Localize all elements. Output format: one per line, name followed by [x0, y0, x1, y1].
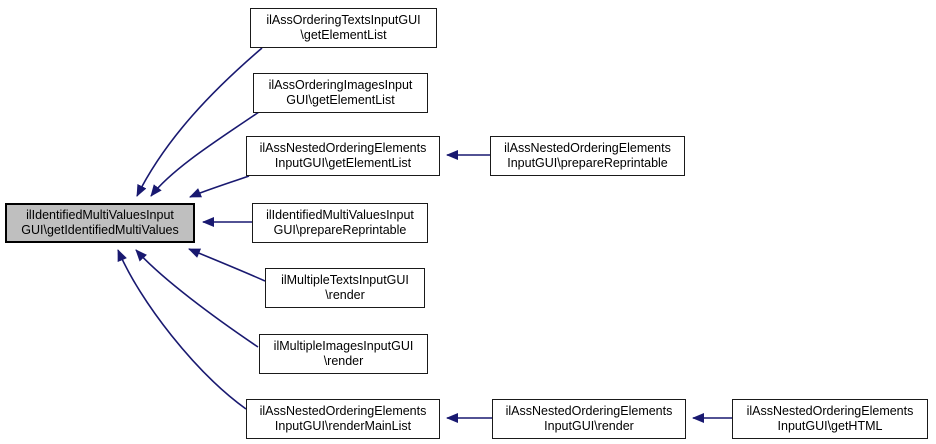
node-ilAssNestedOrderingElementsInputGUI-getHTML[interactable]: ilAssNestedOrderingElements InputGUI\get…: [732, 399, 928, 439]
node-getIdentifiedMultiValues: ilIdentifiedMultiValuesInput GUI\getIden…: [5, 203, 195, 243]
node-ilAssNestedOrderingElementsInputGUI-renderMainList[interactable]: ilAssNestedOrderingElements InputGUI\ren…: [246, 399, 440, 439]
node-ilIdentifiedMultiValuesInputGUI-prepareReprintable[interactable]: ilIdentifiedMultiValuesInput GUI\prepare…: [252, 203, 428, 243]
node-ilMultipleTextsInputGUI-render[interactable]: ilMultipleTextsInputGUI \render: [265, 268, 425, 308]
edge-orderingImagesGetElementList-to-mainNode: [150, 111, 260, 197]
node-ilAssOrderingImagesInputGUI-getElementList[interactable]: ilAssOrderingImagesInput GUI\getElementL…: [253, 73, 428, 113]
node-ilAssNestedOrderingElementsInputGUI-prepareReprintable[interactable]: ilAssNestedOrderingElements InputGUI\pre…: [490, 136, 685, 176]
edge-multipleTextsRender-to-mainNode: [188, 248, 266, 282]
node-ilMultipleImagesInputGUI-render[interactable]: ilMultipleImagesInputGUI \render: [259, 334, 428, 374]
edge-nestedRenderMainList-to-mainNode: [117, 249, 247, 410]
node-ilAssOrderingTextsInputGUI-getElementList[interactable]: ilAssOrderingTextsInputGUI \getElementLi…: [250, 8, 437, 48]
edge-multipleImagesRender-to-mainNode: [135, 249, 259, 348]
node-ilAssNestedOrderingElementsInputGUI-render[interactable]: ilAssNestedOrderingElements InputGUI\ren…: [492, 399, 686, 439]
node-ilAssNestedOrderingElementsInputGUI-getElementList[interactable]: ilAssNestedOrderingElements InputGUI\get…: [246, 136, 440, 176]
edge-orderingTextsGetElementList-to-mainNode: [136, 47, 263, 197]
edge-nestedGetElementList-to-mainNode: [189, 175, 250, 198]
